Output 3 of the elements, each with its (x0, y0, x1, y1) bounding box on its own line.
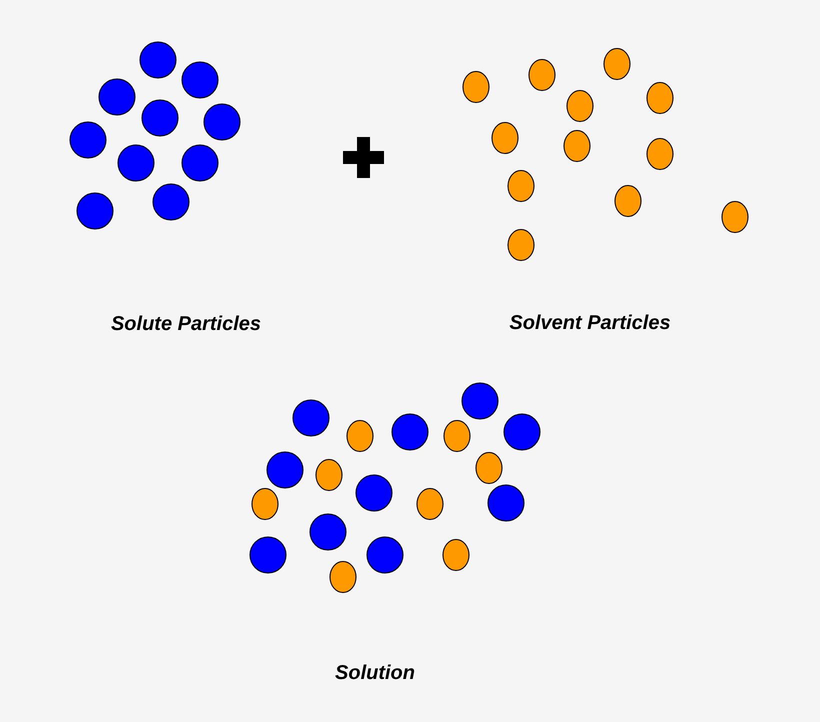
caption-text: Solute Particles (110, 312, 262, 337)
caption-text: Solution (335, 661, 415, 686)
caption-text: Solvent Particles (509, 311, 671, 336)
